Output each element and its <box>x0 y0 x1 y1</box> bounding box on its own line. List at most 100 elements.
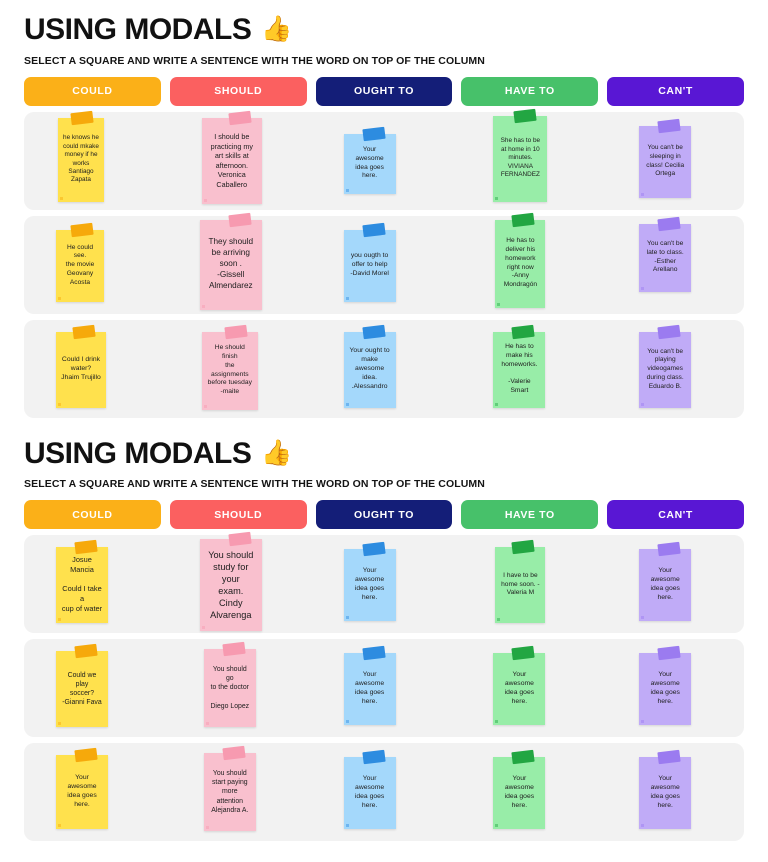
note-corner-mark <box>58 618 61 621</box>
column-header-should[interactable]: SHOULD <box>169 500 307 529</box>
tape-icon <box>511 324 536 339</box>
sticky-note[interactable]: he knows he could mkake money if he work… <box>58 110 104 202</box>
sticky-note[interactable]: Your awesome idea goes here. <box>639 749 692 829</box>
sticky-note[interactable]: Your awesome idea goes here. <box>343 541 396 621</box>
sticky-note[interactable]: Your awesome idea goes here. <box>639 645 692 725</box>
note-row-inner: he knows he could mkake money if he work… <box>24 108 744 210</box>
tape-icon <box>361 749 386 765</box>
sticky-note-text: You should go to the doctor Diego Lopez <box>210 666 250 710</box>
column-header-have-to[interactable]: HAVE TO <box>461 500 599 529</box>
sticky-note[interactable]: You can't be playing videogames during c… <box>639 324 692 408</box>
sticky-note[interactable]: Your awesome idea goes here. <box>493 645 546 725</box>
boards-container: USING MODALS👍SELECT A SQUARE AND WRITE A… <box>0 14 768 841</box>
note-corner-mark <box>641 192 645 196</box>
sticky-note-text: he knows he could mkake money if he work… <box>63 134 99 184</box>
sticky-note[interactable]: Your awesome idea goes here. <box>343 749 396 829</box>
column-header-ought-to[interactable]: OUGHT TO <box>315 500 453 529</box>
note-row: Could we play soccer? -Gianni Fava You sh… <box>24 639 744 737</box>
column-header-have-to[interactable]: HAVE TO <box>461 76 599 106</box>
note-cell: Your awesome idea goes here. <box>316 743 453 841</box>
sticky-note[interactable]: You should study for your exam. Cindy Al… <box>199 531 262 631</box>
column-header-could[interactable]: COULD <box>24 76 161 106</box>
sticky-note[interactable]: She has to be at home in 10 minutes. VIV… <box>493 108 548 202</box>
note-corner-mark <box>203 198 207 202</box>
sticky-note[interactable]: Could we play soccer? -Gianni Fava <box>56 643 108 727</box>
note-cell: I should be practicing my art skills at … <box>170 110 307 210</box>
sticky-note-text: Your awesome idea goes here. <box>354 775 385 809</box>
sticky-note[interactable]: Your awesome idea goes here. <box>56 747 108 829</box>
sticky-note-text: Could I drink water? Jhaim Trujillo <box>61 356 101 381</box>
column-header-can-t[interactable]: CAN'T <box>607 500 744 529</box>
tape-icon <box>513 108 538 123</box>
sticky-note[interactable]: you ougth to offer to help -David Morel <box>343 222 396 302</box>
column-headers: COULD SHOULD OUGHT TO HAVE TO CAN'T <box>24 76 744 106</box>
sticky-note[interactable]: They should be arriving soon . -Gissell … <box>199 212 262 310</box>
tape-icon <box>70 110 94 125</box>
note-cell: Your awesome idea goes here. <box>607 743 744 841</box>
sticky-note[interactable]: You can't be sleeping in class! Cecilia … <box>639 118 692 198</box>
tape-icon <box>228 212 252 227</box>
note-corner-mark <box>205 722 209 725</box>
sticky-note[interactable]: He should finish the assignments before … <box>201 324 258 410</box>
column-header-could[interactable]: COULD <box>24 500 161 529</box>
column-header-can-t[interactable]: CAN'T <box>607 76 744 106</box>
note-cell: Your awesome idea goes here. <box>316 112 453 210</box>
note-cell: You can't be late to class. -Esther Arel… <box>607 216 744 314</box>
tape-icon <box>657 216 681 231</box>
sticky-note-text: You should study for your exam. Cindy Al… <box>208 549 254 621</box>
sticky-note[interactable]: I have to be home soon. - Valeria M <box>495 539 546 623</box>
sticky-note[interactable]: He has to make his homeworks. -Valerie S… <box>493 324 546 408</box>
note-row-inner: Your awesome idea goes here. You should s… <box>24 743 744 841</box>
note-corner-mark <box>345 296 349 300</box>
sticky-note[interactable]: Your ought to make awesome idea. .Alessa… <box>343 324 396 408</box>
note-corner-mark <box>495 402 499 406</box>
note-corner-mark <box>58 824 61 827</box>
board-2: USING MODALS👍SELECT A SQUARE AND WRITE A… <box>0 424 768 841</box>
tape-icon <box>72 324 96 339</box>
tape-icon <box>657 645 681 661</box>
tape-icon <box>657 749 681 765</box>
note-corner-mark <box>495 824 499 827</box>
note-corner-mark <box>58 722 61 725</box>
tape-icon <box>74 643 98 659</box>
note-grid: he knows he could mkake money if he work… <box>24 108 744 418</box>
sticky-note[interactable]: Your awesome idea goes here. <box>343 645 396 725</box>
sticky-note-text: Your awesome idea goes here. <box>355 146 384 180</box>
sticky-note-text: Your awesome idea goes here. <box>504 671 535 705</box>
sticky-note-text: He has to make his homeworks. -Valerie S… <box>501 342 538 395</box>
sticky-note[interactable]: He has to deliver his homework right now… <box>495 212 546 308</box>
tape-icon <box>224 324 248 339</box>
note-corner-mark <box>641 286 645 290</box>
tape-icon <box>222 745 246 761</box>
sticky-note[interactable]: You can't be late to class. -Esther Arel… <box>639 216 692 292</box>
note-corner-mark <box>641 616 645 619</box>
note-row: Your awesome idea goes here. You should s… <box>24 743 744 841</box>
note-cell: I have to be home soon. - Valeria M <box>461 535 598 633</box>
sticky-note[interactable]: Could I drink water? Jhaim Trujillo <box>56 324 106 408</box>
sticky-note[interactable]: I should be practicing my art skills at … <box>201 110 262 204</box>
note-cell: Your awesome idea goes here. <box>316 639 453 737</box>
sticky-note[interactable]: Your awesome idea goes here. <box>343 126 396 194</box>
sticky-note-text: You can't be sleeping in class! Cecilia … <box>646 144 685 178</box>
column-headers: COULD SHOULD OUGHT TO HAVE TO CAN'T <box>24 500 744 529</box>
sticky-note-text: Your awesome idea goes here. <box>67 774 97 808</box>
tape-icon <box>511 645 536 661</box>
sticky-note[interactable]: You should start paying more attention A… <box>203 745 256 831</box>
sticky-note[interactable]: Your awesome idea goes here. <box>493 749 546 829</box>
column-header-should[interactable]: SHOULD <box>169 76 307 106</box>
tape-icon <box>74 747 98 763</box>
tape-icon <box>511 212 536 227</box>
sticky-note[interactable]: He could see. the movie Geovany Acosta <box>56 222 104 302</box>
column-header-ought-to[interactable]: OUGHT TO <box>315 76 453 106</box>
sticky-note[interactable]: Your awesome idea goes here. <box>639 541 692 621</box>
sticky-note[interactable]: Josue Mancia Could I take a cup of water <box>56 539 108 623</box>
sticky-note-text: Your awesome idea goes here. <box>354 567 385 601</box>
sticky-note[interactable]: You should go to the doctor Diego Lopez <box>203 641 256 727</box>
sticky-note-text: You can't be playing videogames during c… <box>646 347 684 390</box>
page-title: USING MODALS👍 <box>24 437 744 470</box>
note-row: he knows he could mkake money if he work… <box>24 108 744 210</box>
note-row-inner: Could we play soccer? -Gianni Fava You sh… <box>24 639 744 737</box>
sticky-note-text: Your awesome idea goes here. <box>354 671 385 705</box>
note-corner-mark <box>497 618 501 621</box>
tape-icon <box>228 110 252 125</box>
